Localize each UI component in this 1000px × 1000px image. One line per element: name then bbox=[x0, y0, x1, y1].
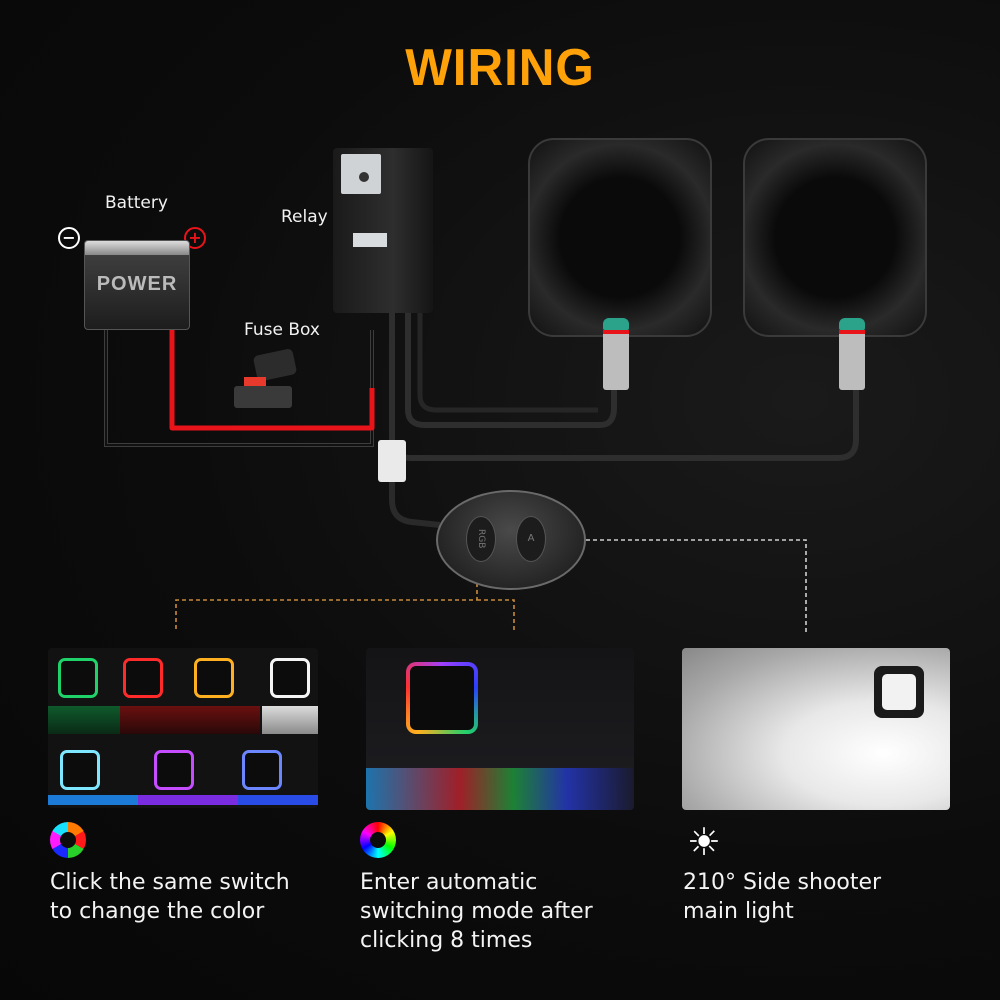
page-title: WIRING bbox=[405, 39, 595, 97]
color-options-photo bbox=[48, 648, 318, 808]
sun-icon: ☀ bbox=[686, 820, 722, 864]
fuse-box-label: Fuse Box bbox=[244, 320, 320, 340]
relay-label: Relay bbox=[281, 207, 328, 227]
swatch-amber bbox=[194, 658, 234, 698]
battery-label: Battery bbox=[105, 193, 168, 213]
swatch-blue bbox=[242, 750, 282, 790]
feature-caption-auto-mode: Enter automatic switching mode after cli… bbox=[360, 870, 593, 953]
battery-positive-terminal-icon: + bbox=[184, 227, 206, 249]
deutsch-connector-right-icon bbox=[839, 318, 865, 392]
rgb-switch-button[interactable]: RGB bbox=[466, 516, 496, 562]
auto-mode-photo bbox=[366, 648, 634, 810]
color-wheel-gradient-icon bbox=[360, 822, 396, 858]
rgb-light-pod-icon bbox=[406, 662, 478, 734]
rocker-switch-panel: RGB A bbox=[436, 490, 586, 590]
deutsch-connector-left-icon bbox=[603, 318, 629, 392]
main-light-switch-button[interactable]: A bbox=[516, 516, 546, 562]
swatch-white bbox=[270, 658, 310, 698]
white-light-pod-icon bbox=[874, 666, 924, 718]
swatch-purple bbox=[154, 750, 194, 790]
swatch-green bbox=[58, 658, 98, 698]
battery-brand-text: POWER bbox=[96, 273, 178, 295]
feature-caption-side-shooter: 210° Side shooter main light bbox=[683, 870, 882, 924]
swatch-red bbox=[123, 658, 163, 698]
battery-icon: POWER bbox=[84, 240, 190, 330]
battery-negative-terminal-icon: − bbox=[58, 227, 80, 249]
swatch-ice-blue bbox=[60, 750, 100, 790]
color-wheel-segmented-icon bbox=[50, 822, 86, 858]
light-pod-right-icon bbox=[743, 138, 927, 337]
harness-plug-icon bbox=[378, 440, 406, 482]
side-shooter-photo bbox=[682, 648, 950, 810]
relay-icon bbox=[333, 148, 433, 313]
feature-caption-color-change: Click the same switch to change the colo… bbox=[50, 870, 290, 924]
fuse-box-icon bbox=[230, 348, 310, 408]
light-pod-left-icon bbox=[528, 138, 712, 337]
